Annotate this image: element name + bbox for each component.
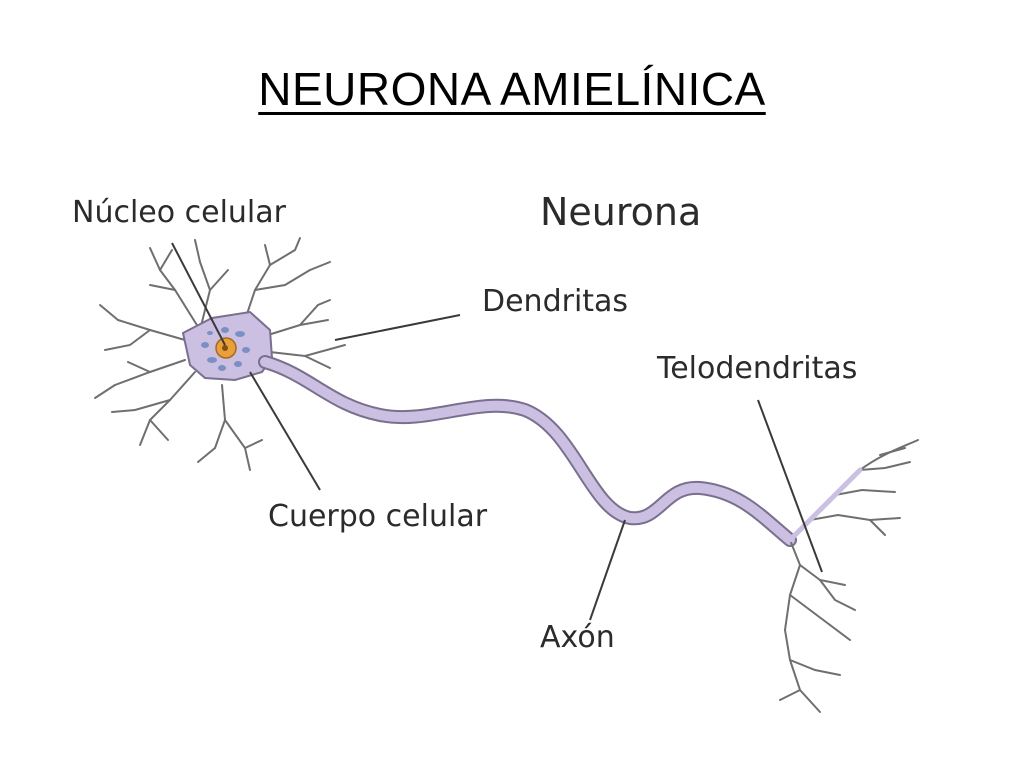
label-dendrites: Dendritas [482, 284, 629, 319]
leader-lines [171, 242, 823, 621]
label-axon: Axón [540, 620, 615, 655]
nucleus [215, 337, 237, 359]
leader-line-telodendrites [757, 399, 823, 573]
leader-line-nucleus [171, 242, 226, 346]
dendrites [94, 237, 346, 471]
label-cell-body: Cuerpo celular [268, 499, 488, 534]
leader-line-dendrites [334, 314, 461, 341]
label-telodendrites: Telodendritas [657, 351, 858, 386]
organelles [201, 327, 250, 371]
label-nucleus: Núcleo celular [72, 195, 286, 230]
axon-fill [260, 357, 795, 545]
diagram-heading: Neurona [540, 190, 702, 234]
slide-title-text: NEURONA AMIELÍNICA [258, 63, 766, 115]
slide-title: NEURONA AMIELÍNICA [0, 62, 1024, 116]
leader-line-cell-body [249, 371, 321, 491]
leader-line-axon [589, 519, 626, 621]
telodendrite-trunk [787, 467, 863, 543]
